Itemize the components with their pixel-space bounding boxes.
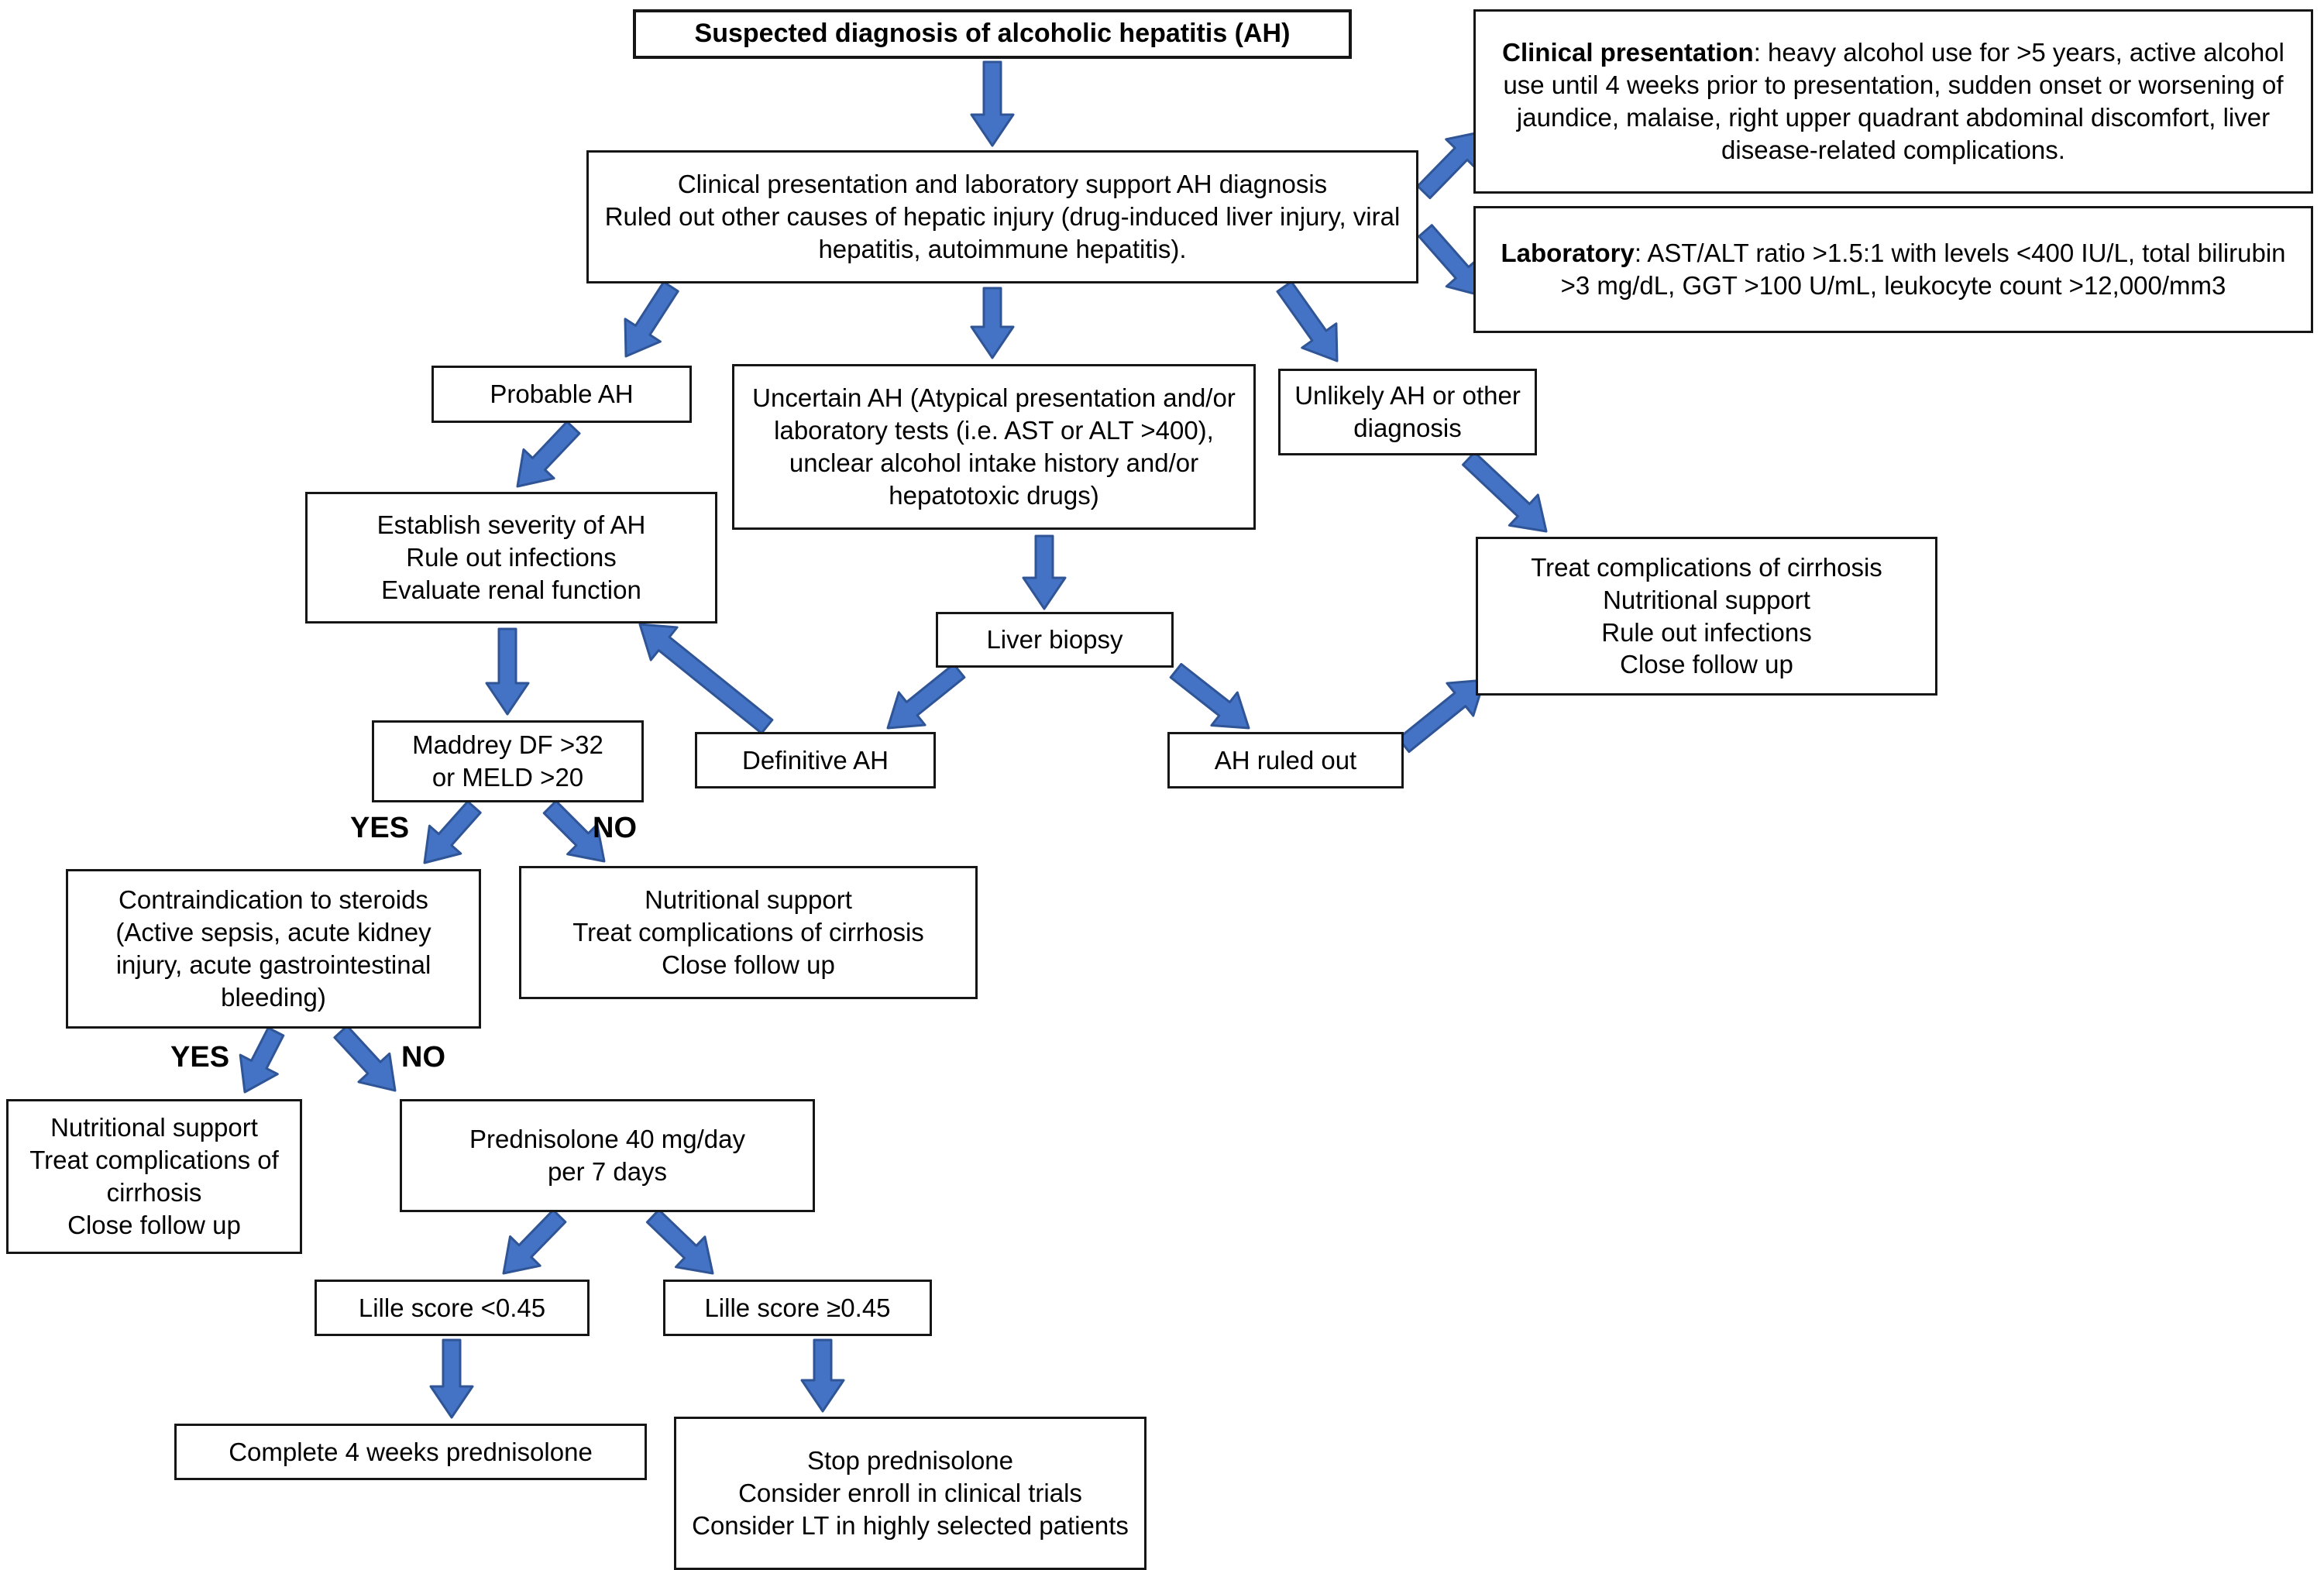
node-liver-biopsy: Liver biopsy bbox=[936, 612, 1174, 668]
node-contraindication-steroids: Contraindication to steroids (Active sep… bbox=[66, 869, 481, 1029]
flow-arrow-clinlab-to-unlikely bbox=[1276, 280, 1339, 362]
flow-arrow-probable-to-establish bbox=[516, 420, 581, 488]
flow-arrow-maddrey-to-nutrno bbox=[542, 799, 606, 863]
node-establish-severity: Establish severity of AH Rule out infect… bbox=[305, 492, 717, 624]
node-probable-ah: Probable AH bbox=[431, 366, 692, 423]
decision-label-yes-maddrey: YES bbox=[350, 812, 410, 844]
node-clinical-lab-support: Clinical presentation and laboratory sup… bbox=[586, 150, 1418, 283]
flow-arrow-unlikely-to-treatright bbox=[1462, 451, 1548, 533]
laboratory-detail: : AST/ALT ratio >1.5:1 with levels <400 … bbox=[1560, 239, 2286, 300]
flow-arrow-maddrey-to-contra bbox=[423, 800, 482, 864]
node-definitive-ah: Definitive AH bbox=[695, 732, 936, 788]
node-ah-ruled-out: AH ruled out bbox=[1167, 732, 1404, 788]
node-nutritional-support-yes-branch: Nutritional support Treat complications … bbox=[6, 1099, 302, 1254]
node-lille-score-below: Lille score <0.45 bbox=[315, 1280, 590, 1336]
flow-arrow-uncertain-to-biopsy bbox=[1022, 534, 1067, 610]
node-treat-complications-followup: Treat complications of cirrhosis Nutriti… bbox=[1476, 537, 1937, 696]
node-prednisolone-treatment: Prednisolone 40 mg/day per 7 days bbox=[400, 1099, 815, 1212]
clinical-presentation-detail: : heavy alcohol use for >5 years, active… bbox=[1503, 38, 2284, 164]
flow-arrow-suspected-to-clinlab bbox=[970, 60, 1015, 147]
flow-arrow-lillelt-to-complete bbox=[429, 1338, 474, 1419]
clinical-presentation-lead: Clinical presentation bbox=[1502, 38, 1754, 67]
decision-label-yes-contraindication: YES bbox=[170, 1041, 230, 1074]
flow-arrow-biopsy-to-ruledout bbox=[1169, 662, 1250, 730]
node-laboratory-criteria: Laboratory: AST/ALT ratio >1.5:1 with le… bbox=[1473, 206, 2313, 333]
flow-arrow-clinlab-to-uncertain bbox=[970, 287, 1015, 359]
node-unlikely-ah: Unlikely AH or other diagnosis bbox=[1278, 369, 1537, 455]
flow-arrow-definitive-to-establish bbox=[638, 623, 774, 735]
flow-arrow-biopsy-to-definitive bbox=[886, 662, 966, 730]
flow-arrow-clinlab-to-clinical bbox=[1416, 130, 1484, 200]
flow-arrow-contra-to-predni bbox=[333, 1025, 397, 1092]
node-maddrey-meld-score: Maddrey DF >32 or MELD >20 bbox=[372, 720, 644, 802]
flow-arrow-lillege-to-stop bbox=[800, 1338, 845, 1413]
flow-arrow-contra-to-nutryes bbox=[239, 1026, 285, 1094]
flow-arrow-ruledout-to-treatright bbox=[1397, 679, 1486, 754]
node-nutritional-support-no-branch: Nutritional support Treat complications … bbox=[519, 866, 978, 999]
flow-arrow-establish-to-maddrey bbox=[485, 627, 530, 716]
flow-arrow-predni-to-lillege bbox=[645, 1208, 714, 1275]
node-uncertain-ah: Uncertain AH (Atypical presentation and/… bbox=[732, 364, 1256, 530]
flow-arrow-predni-to-lillelt bbox=[502, 1208, 567, 1275]
node-complete-prednisolone: Complete 4 weeks prednisolone bbox=[174, 1424, 647, 1480]
decision-label-no-contraindication: NO bbox=[401, 1041, 445, 1074]
node-lille-score-above: Lille score ≥0.45 bbox=[663, 1280, 932, 1336]
node-stop-prednisolone: Stop prednisolone Consider enroll in cli… bbox=[674, 1417, 1147, 1570]
node-suspected-diagnosis: Suspected diagnosis of alcoholic hepatit… bbox=[633, 9, 1352, 59]
flow-arrow-clinlab-to-probable bbox=[624, 280, 679, 358]
laboratory-lead: Laboratory bbox=[1501, 239, 1635, 268]
decision-label-no-maddrey: NO bbox=[593, 812, 637, 844]
node-clinical-presentation-criteria: Clinical presentation: heavy alcohol use… bbox=[1473, 9, 2313, 194]
